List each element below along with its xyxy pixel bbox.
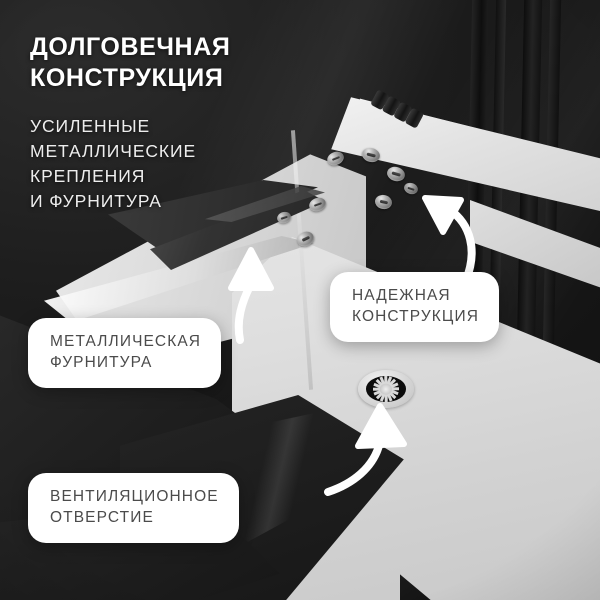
vent-arrow — [324, 403, 407, 496]
subtitle: УСИЛЕННЫЕ МЕТАЛЛИЧЕСКИЕ КРЕПЛЕНИЯ И ФУРН… — [30, 116, 197, 211]
page-title: ДОЛГОВЕЧНАЯ КОНСТРУКЦИЯ — [30, 33, 231, 92]
callout-reliable-construction[interactable]: НАДЕЖНАЯ КОНСТРУКЦИЯ — [330, 272, 500, 342]
fittings-arrow — [228, 247, 274, 344]
callout-ventilation-hole[interactable]: ВЕНТИЛЯЦИОННОЕ ОТВЕРСТИЕ — [28, 473, 239, 543]
callout-metal-fittings[interactable]: МЕТАЛЛИЧЕСКАЯ ФУРНИТУРА — [28, 318, 222, 388]
structure-arrow — [422, 195, 476, 284]
ventilation-grille — [358, 370, 414, 408]
vent-hub — [379, 383, 393, 395]
vent-spoke — [384, 388, 388, 402]
